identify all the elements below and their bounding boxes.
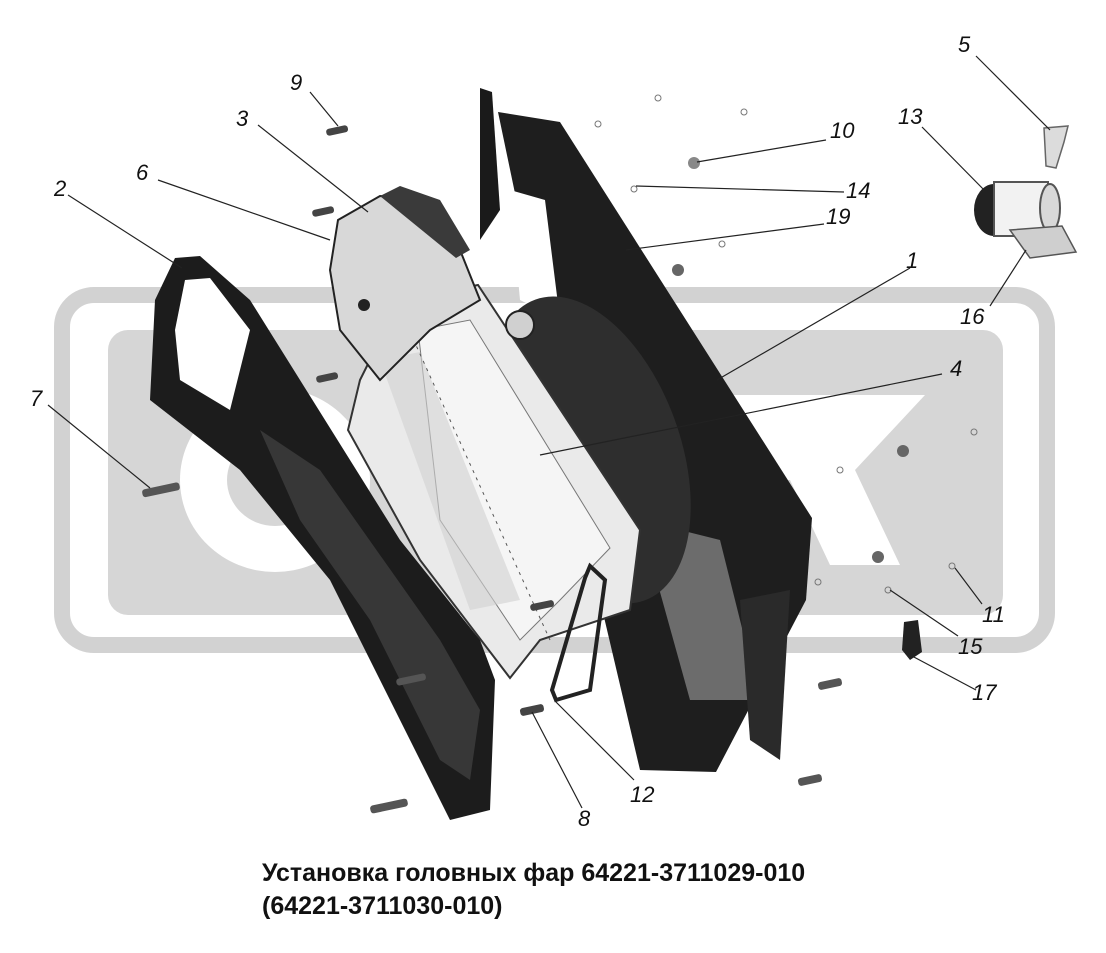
mount-bracket [328, 186, 535, 382]
callout-6: 6 [136, 160, 149, 185]
callout-3: 3 [236, 106, 249, 131]
callout-17: 17 [972, 680, 997, 705]
callout-13: 13 [898, 104, 923, 129]
callout-7: 7 [30, 386, 43, 411]
leader-lines [47, 55, 1051, 809]
callout-2: 2 [53, 176, 66, 201]
callout-14: 14 [846, 178, 870, 203]
callout-8: 8 [578, 806, 591, 831]
fasteners [142, 94, 978, 814]
callout-16: 16 [960, 304, 985, 329]
callout-4: 4 [950, 356, 962, 381]
caption-line-1: Установка головных фар 64221-3711029-010 [262, 859, 806, 887]
callout-10: 10 [830, 118, 855, 143]
callout-15: 15 [958, 634, 983, 659]
callout-12: 12 [630, 782, 654, 807]
callout-19: 19 [826, 204, 850, 229]
gasket [549, 562, 608, 703]
small-clip [902, 620, 922, 660]
callout-9: 9 [290, 70, 302, 95]
diagram-caption: Установка головных фар 64221-3711029-010… [262, 857, 1082, 923]
headlamp-housing [346, 283, 642, 680]
callout-11: 11 [982, 602, 1005, 627]
callout-numbers: 9 3 6 2 7 5 13 10 14 19 1 4 16 11 15 17 … [30, 32, 1005, 831]
callout-1: 1 [906, 248, 918, 273]
callout-5: 5 [958, 32, 971, 57]
caption-line-2: (64221-3711030-010) [262, 892, 503, 920]
mount-assembly [974, 125, 1078, 259]
